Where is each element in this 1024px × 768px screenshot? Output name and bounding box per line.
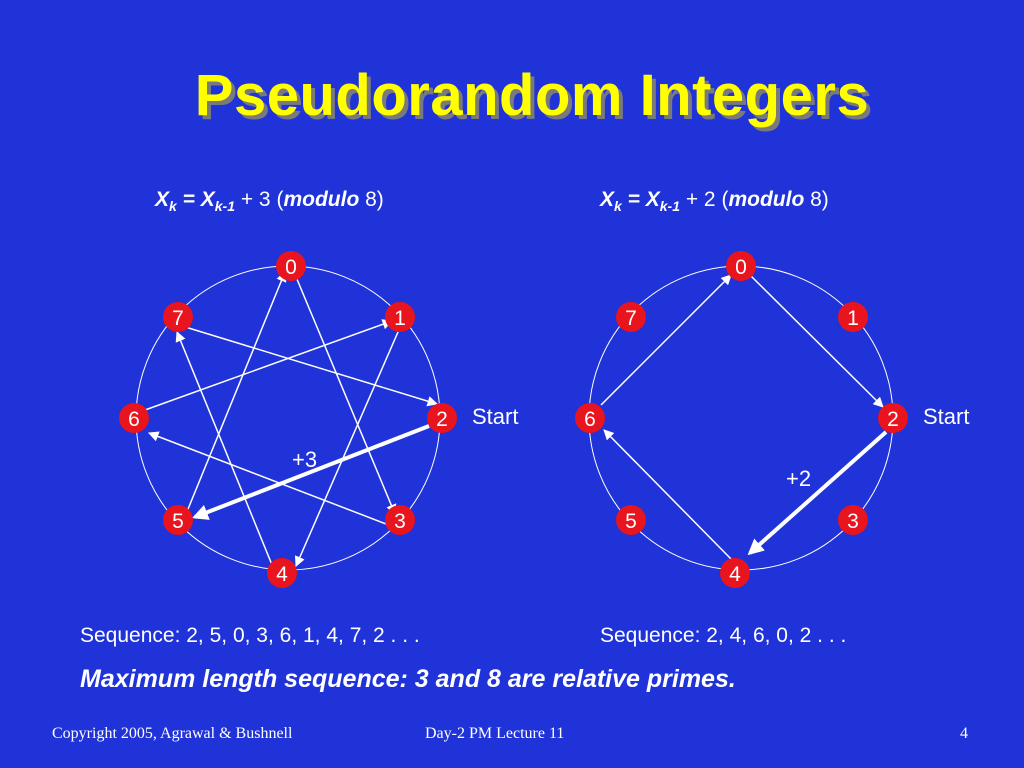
svg-text:2: 2 <box>887 408 899 431</box>
formula-subscript: k <box>169 198 177 215</box>
svg-text:4: 4 <box>729 563 741 586</box>
svg-text:0: 0 <box>735 256 747 279</box>
start-edge-2-to-4 <box>747 430 888 556</box>
formula-modulo: modulo <box>728 188 805 211</box>
formula-var: X <box>200 188 215 211</box>
formula-modulus: 8) <box>804 188 829 211</box>
node-5: 5 <box>163 505 193 535</box>
conclusion-text: Maximum length sequence: 3 and 8 are rel… <box>80 665 736 693</box>
edge-0-to-2 <box>749 274 884 408</box>
edge-7-to-2 <box>181 325 439 407</box>
svg-text:3: 3 <box>394 510 406 533</box>
step-label: +2 <box>786 466 811 491</box>
edge-4-to-6 <box>603 429 733 561</box>
svg-text:1: 1 <box>847 307 859 330</box>
formula-modulo: modulo <box>283 188 360 211</box>
formula-subscript: k-1 <box>659 198 680 215</box>
left-edges <box>144 271 439 583</box>
edge-5-to-0 <box>185 271 287 515</box>
svg-text:4: 4 <box>276 563 288 586</box>
formula-modulus: 8) <box>359 188 384 211</box>
formula-var: X <box>645 188 660 211</box>
node-3: 3 <box>838 505 868 535</box>
svg-text:6: 6 <box>584 408 596 431</box>
edge-1-to-4 <box>294 331 399 567</box>
slide-title: Pseudorandom Integers <box>194 63 870 128</box>
svg-text:6: 6 <box>128 408 140 431</box>
edge-6-to-1 <box>144 319 393 411</box>
step-label: +3 <box>292 447 317 472</box>
svg-text:7: 7 <box>172 307 184 330</box>
svg-text:5: 5 <box>625 510 637 533</box>
node-4: 4 <box>267 558 297 588</box>
svg-text:7: 7 <box>625 307 637 330</box>
formula-subscript: k-1 <box>214 198 235 215</box>
svg-text:2: 2 <box>436 408 448 431</box>
page-number: 4 <box>960 725 968 742</box>
edge-0-to-3 <box>293 271 397 515</box>
formula-var: X <box>600 188 615 211</box>
edge-3-to-6 <box>148 431 395 528</box>
edge-6-to-0 <box>600 274 732 406</box>
footer-copyright: Copyright 2005, Agrawal & Bushnell <box>52 725 293 742</box>
formula-subscript: k <box>614 198 622 215</box>
left-cycle-diagram: 0 1 2 3 4 5 6 7 Start +3 <box>119 251 518 588</box>
edge-4-to-7 <box>175 331 280 583</box>
node-4: 4 <box>720 558 750 588</box>
node-2: 2 <box>427 403 457 433</box>
formula-equals: = <box>621 188 646 211</box>
start-label: Start <box>472 404 518 429</box>
node-2: 2 <box>878 403 908 433</box>
node-7: 7 <box>163 302 193 332</box>
svg-text:0: 0 <box>285 256 297 279</box>
formula-right: Xk = Xk-1 + 2 (modulo 8) <box>600 188 829 214</box>
formula-increment: + 3 ( <box>235 188 284 211</box>
start-label: Start <box>923 404 969 429</box>
node-7: 7 <box>616 302 646 332</box>
node-5: 5 <box>616 505 646 535</box>
formula-increment: + 2 ( <box>680 188 729 211</box>
svg-text:3: 3 <box>847 510 859 533</box>
right-cycle-diagram: 0 1 2 3 4 5 6 7 Start +2 <box>575 251 969 588</box>
node-6: 6 <box>575 403 605 433</box>
sequence-right: Sequence: 2, 4, 6, 0, 2 . . . <box>600 624 847 647</box>
sequence-left: Sequence: 2, 5, 0, 3, 6, 1, 4, 7, 2 . . … <box>80 624 420 647</box>
left-nodes: 0 1 2 3 4 5 6 7 <box>119 251 457 588</box>
svg-text:5: 5 <box>172 510 184 533</box>
footer-lecture: Day-2 PM Lecture 11 <box>425 725 565 742</box>
start-edge-2-to-5 <box>192 424 430 520</box>
node-1: 1 <box>838 302 868 332</box>
formula-left: Xk = Xk-1 + 3 (modulo 8) <box>155 188 384 214</box>
right-nodes: 0 1 2 3 4 5 6 7 <box>575 251 908 588</box>
formula-equals: = <box>176 188 201 211</box>
node-3: 3 <box>385 505 415 535</box>
right-edges <box>600 274 884 561</box>
svg-text:1: 1 <box>394 307 406 330</box>
node-1: 1 <box>385 302 415 332</box>
formula-var: X <box>155 188 170 211</box>
node-6: 6 <box>119 403 149 433</box>
node-0: 0 <box>726 251 756 281</box>
node-0: 0 <box>276 251 306 281</box>
